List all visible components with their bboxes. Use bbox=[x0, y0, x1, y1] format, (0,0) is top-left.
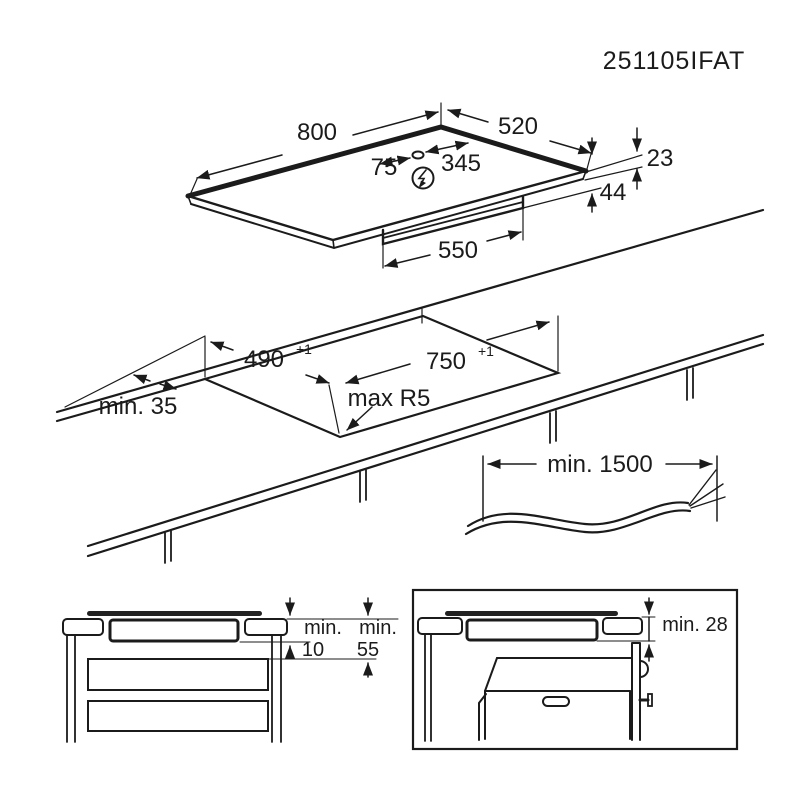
dim-490-label: 490 bbox=[244, 346, 284, 373]
document-code: 251105IFAT bbox=[603, 47, 746, 75]
dim-520-label: 520 bbox=[498, 113, 538, 140]
worktop-back-edge bbox=[55, 208, 765, 414]
oven-hinge-bump bbox=[639, 660, 649, 678]
oven bbox=[478, 642, 653, 741]
dim-750-tolerance: +1 bbox=[478, 343, 494, 359]
clearance-value-1: 10 bbox=[302, 639, 324, 661]
worktop-right-section-2 bbox=[602, 617, 643, 635]
hob-housing-section-2 bbox=[465, 618, 599, 642]
cable-frayed-end bbox=[688, 469, 726, 509]
corner-radius-label: max R5 bbox=[348, 385, 431, 412]
worktop-left-section-2 bbox=[417, 617, 463, 635]
drawer-front-1 bbox=[87, 658, 269, 691]
oven-section-border bbox=[411, 588, 739, 751]
dim-23-label: 23 bbox=[647, 145, 674, 172]
clearance-value-2: 55 bbox=[357, 639, 379, 661]
power-connection-icon bbox=[411, 166, 435, 190]
worktop-cutout bbox=[201, 314, 562, 439]
cabinet-left-side bbox=[66, 634, 76, 743]
dim-min35-label: min. 35 bbox=[99, 393, 178, 420]
power-cable bbox=[464, 501, 692, 536]
oven-knob bbox=[647, 693, 653, 707]
hob-glass-back-edge bbox=[185, 124, 589, 199]
clearance-min-label-2: min. bbox=[359, 617, 397, 639]
cable-gland-mark bbox=[411, 150, 425, 160]
dim-75-label: 75 bbox=[371, 154, 398, 181]
dim-750-label: 750 bbox=[426, 348, 466, 375]
dim-44-label: 44 bbox=[600, 179, 627, 206]
worktop-legs bbox=[164, 367, 694, 564]
dim-800-label: 800 bbox=[297, 119, 337, 146]
cabinet-side-2 bbox=[424, 634, 432, 742]
dim-490-tolerance: +1 bbox=[296, 341, 312, 357]
hob-glass-section-2 bbox=[445, 611, 618, 616]
oven-handle bbox=[542, 696, 570, 707]
cable-length-view bbox=[464, 455, 726, 536]
oven-clearance-label: min. 28 bbox=[662, 614, 728, 636]
corner-radius-leader bbox=[346, 406, 373, 431]
dim-550-label: 550 bbox=[438, 237, 478, 264]
worktop-left-section bbox=[62, 618, 104, 636]
dim-345-label: 345 bbox=[441, 150, 481, 177]
cable-length-label: min. 1500 bbox=[547, 451, 652, 478]
clearance-min-label-1: min. bbox=[304, 617, 342, 639]
hob-glass-section bbox=[87, 611, 262, 616]
worktop-cutout-view bbox=[55, 208, 765, 564]
drawer-front-2 bbox=[87, 700, 269, 732]
oven-section-view bbox=[411, 588, 739, 751]
hob-top-view bbox=[185, 102, 643, 269]
worktop-right-section bbox=[244, 618, 288, 636]
cabinet-right-side bbox=[271, 634, 282, 743]
worktop-front-edge bbox=[86, 333, 765, 548]
hob-housing-section bbox=[108, 618, 240, 643]
cabinet-section-view bbox=[62, 597, 399, 743]
